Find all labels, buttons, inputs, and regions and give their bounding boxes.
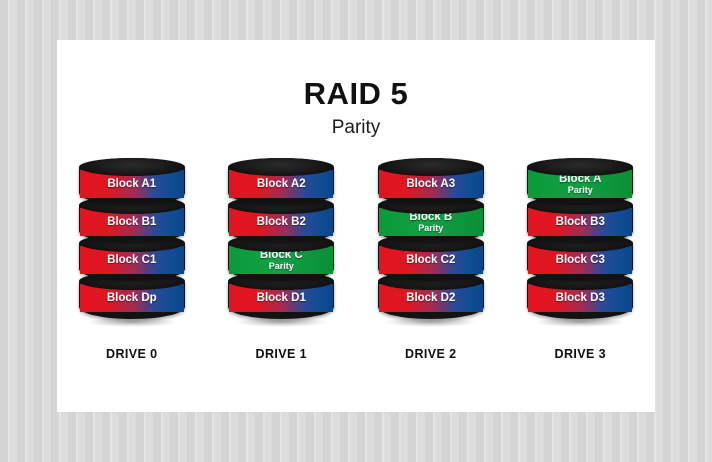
header: RAID 5 Parity bbox=[57, 76, 655, 138]
disk-block[interactable]: Block A3 bbox=[377, 158, 484, 205]
disk-block[interactable]: Block C3 bbox=[527, 234, 634, 281]
disk-block[interactable]: Block D1 bbox=[228, 272, 335, 319]
disk-stack: Block A1 Block B1 Block C1 Block Dp bbox=[78, 158, 185, 327]
block-label: Block D1 bbox=[256, 291, 306, 304]
disk-top-face bbox=[228, 158, 335, 176]
disk-block[interactable]: Block C2 bbox=[377, 234, 484, 281]
data-band: Block A3 bbox=[378, 170, 483, 198]
block-label: Block A2 bbox=[256, 177, 306, 190]
disk-top-face bbox=[527, 158, 634, 176]
page-title: RAID 5 bbox=[303, 76, 409, 111]
disk-top-face bbox=[377, 158, 484, 176]
block-label: Block C1 bbox=[107, 253, 157, 266]
disk-block[interactable]: Block A2 bbox=[228, 158, 335, 205]
block-label: Block B1 bbox=[107, 215, 157, 228]
block-label: Block A1 bbox=[107, 177, 157, 190]
drive-label: DRIVE 1 bbox=[255, 347, 307, 361]
block-sublabel: Parity bbox=[418, 222, 444, 233]
drive-label: DRIVE 3 bbox=[554, 347, 606, 361]
disk-block[interactable]: Block B3 bbox=[527, 196, 634, 243]
block-label: Block D3 bbox=[555, 291, 605, 304]
drive-label: DRIVE 2 bbox=[405, 347, 457, 361]
block-label: Block Dp bbox=[106, 291, 157, 304]
block-label: Block A3 bbox=[406, 177, 456, 190]
block-label: Block C2 bbox=[406, 253, 456, 266]
block-label: Block B3 bbox=[555, 215, 605, 228]
disk-block[interactable]: Block A1 bbox=[78, 158, 185, 205]
drive-column: Block A1 Block B1 Block C1 Block Dp DRIVE 0 bbox=[76, 158, 188, 361]
disk-top-face bbox=[78, 158, 185, 176]
block-sublabel: Parity bbox=[268, 260, 294, 271]
disk-block[interactable]: Block B1 bbox=[78, 196, 185, 243]
block-label: Block B2 bbox=[256, 215, 306, 228]
block-label: Block D2 bbox=[406, 291, 456, 304]
page-subtitle: Parity bbox=[331, 116, 381, 138]
block-label: Block C3 bbox=[555, 253, 605, 266]
drive-label: DRIVE 0 bbox=[106, 347, 158, 361]
block-sublabel: Parity bbox=[567, 184, 593, 195]
